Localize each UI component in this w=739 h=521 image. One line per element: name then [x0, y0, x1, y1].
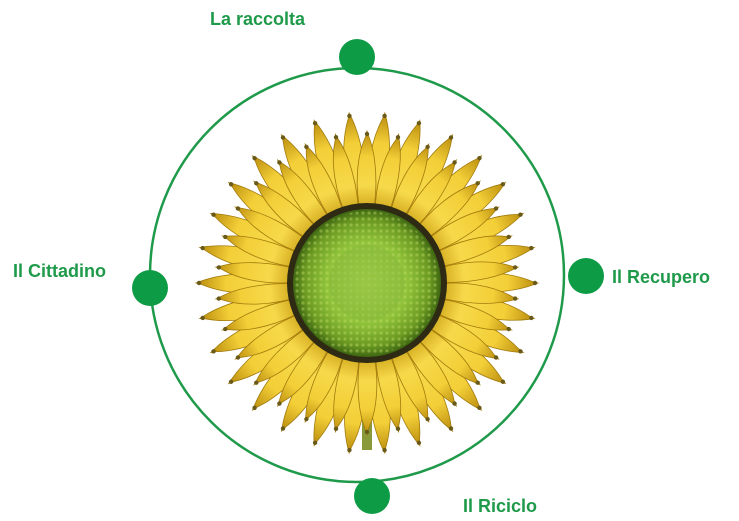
sunflower-banana-illustration: [196, 112, 538, 454]
node-dot-la-raccolta: [339, 39, 375, 75]
sunflower-center-core: [329, 245, 405, 321]
node-label-il-cittadino: Il Cittadino: [13, 260, 106, 282]
node-dot-il-cittadino: [132, 270, 168, 306]
node-dot-il-recupero: [568, 258, 604, 294]
node-label-il-riciclo: Il Riciclo: [463, 495, 537, 517]
node-label-la-raccolta: La raccolta: [210, 8, 305, 30]
node-dot-il-riciclo: [354, 478, 390, 514]
node-label-il-recupero: Il Recupero: [612, 266, 710, 288]
